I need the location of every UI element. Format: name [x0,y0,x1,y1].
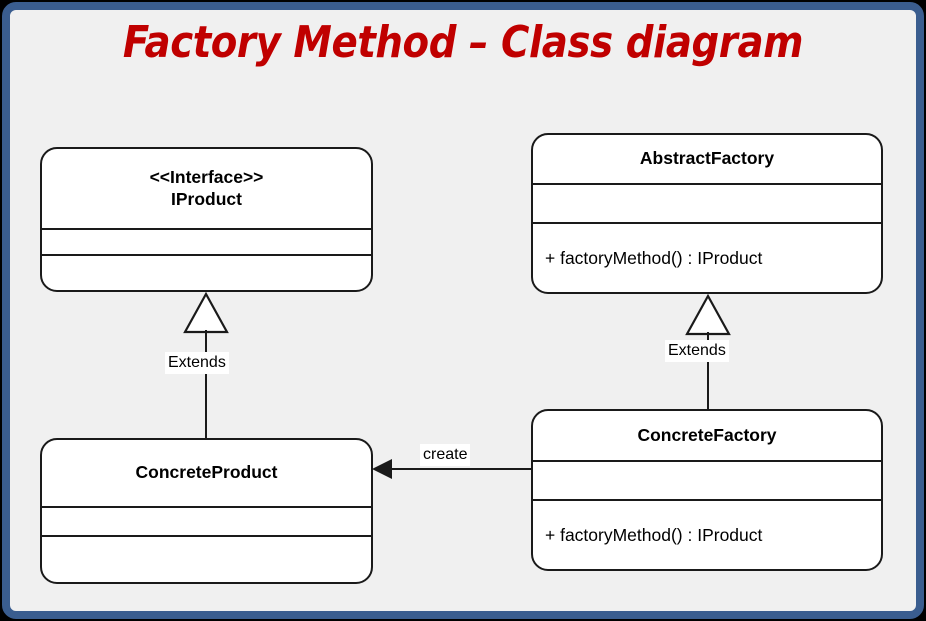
iproduct-operations-compartment [42,254,371,290]
concrete-product-attributes-compartment [42,506,371,535]
concrete-product-class-name: ConcreteProduct [135,462,278,483]
class-box-iproduct[interactable]: <<Interface>> IProduct [40,147,373,292]
class-box-concrete-product[interactable]: ConcreteProduct [40,438,373,584]
class-box-abstract-factory[interactable]: AbstractFactory + factoryMethod() : IPro… [531,133,883,294]
abstract-factory-operations-compartment: + factoryMethod() : IProduct [533,222,881,292]
concrete-factory-attributes-compartment [533,460,881,499]
abstract-factory-operation-0: + factoryMethod() : IProduct [545,247,763,268]
concrete-factory-operation-0: + factoryMethod() : IProduct [545,524,763,545]
generalization-label-product: Extends [165,352,229,374]
create-label: create [420,444,471,466]
concrete-factory-title-compartment: ConcreteFactory [533,411,881,460]
create-line [384,468,532,470]
abstract-factory-attributes-compartment [533,183,881,222]
iproduct-title-compartment: <<Interface>> IProduct [42,149,371,228]
create-arrowhead-icon [372,459,392,479]
generalization-line-product [205,330,207,440]
generalization-triangle-factory [685,293,731,336]
generalization-triangle-product [183,291,229,334]
concrete-factory-class-name: ConcreteFactory [637,424,777,445]
concrete-product-operations-compartment [42,535,371,582]
abstract-factory-title-compartment: AbstractFactory [533,135,881,183]
iproduct-stereotype: <<Interface>> [149,167,264,188]
abstract-factory-class-name: AbstractFactory [639,148,775,169]
generalization-label-factory: Extends [665,340,729,362]
concrete-product-title-compartment: ConcreteProduct [42,440,371,506]
page-title: Factory Method – Class diagram [122,17,804,68]
concrete-factory-operations-compartment: + factoryMethod() : IProduct [533,499,881,569]
iproduct-class-name: IProduct [171,188,242,209]
class-box-concrete-factory[interactable]: ConcreteFactory + factoryMethod() : IPro… [531,409,883,571]
iproduct-attributes-compartment [42,228,371,254]
generalization-line-factory [707,332,709,411]
